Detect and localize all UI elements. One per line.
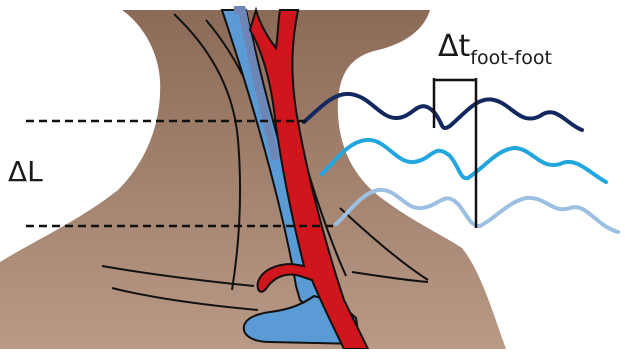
delta-t-label: Δtfoot-foot [438,30,552,67]
pulse-wave-mid [322,140,606,182]
delta-t-subscript: foot-foot [470,47,552,69]
delta-t-symbol: Δt [438,29,470,64]
delta-l-label: ΔL [8,155,43,188]
pulse-wave-dark [304,94,582,130]
pulse-waves [304,94,618,232]
